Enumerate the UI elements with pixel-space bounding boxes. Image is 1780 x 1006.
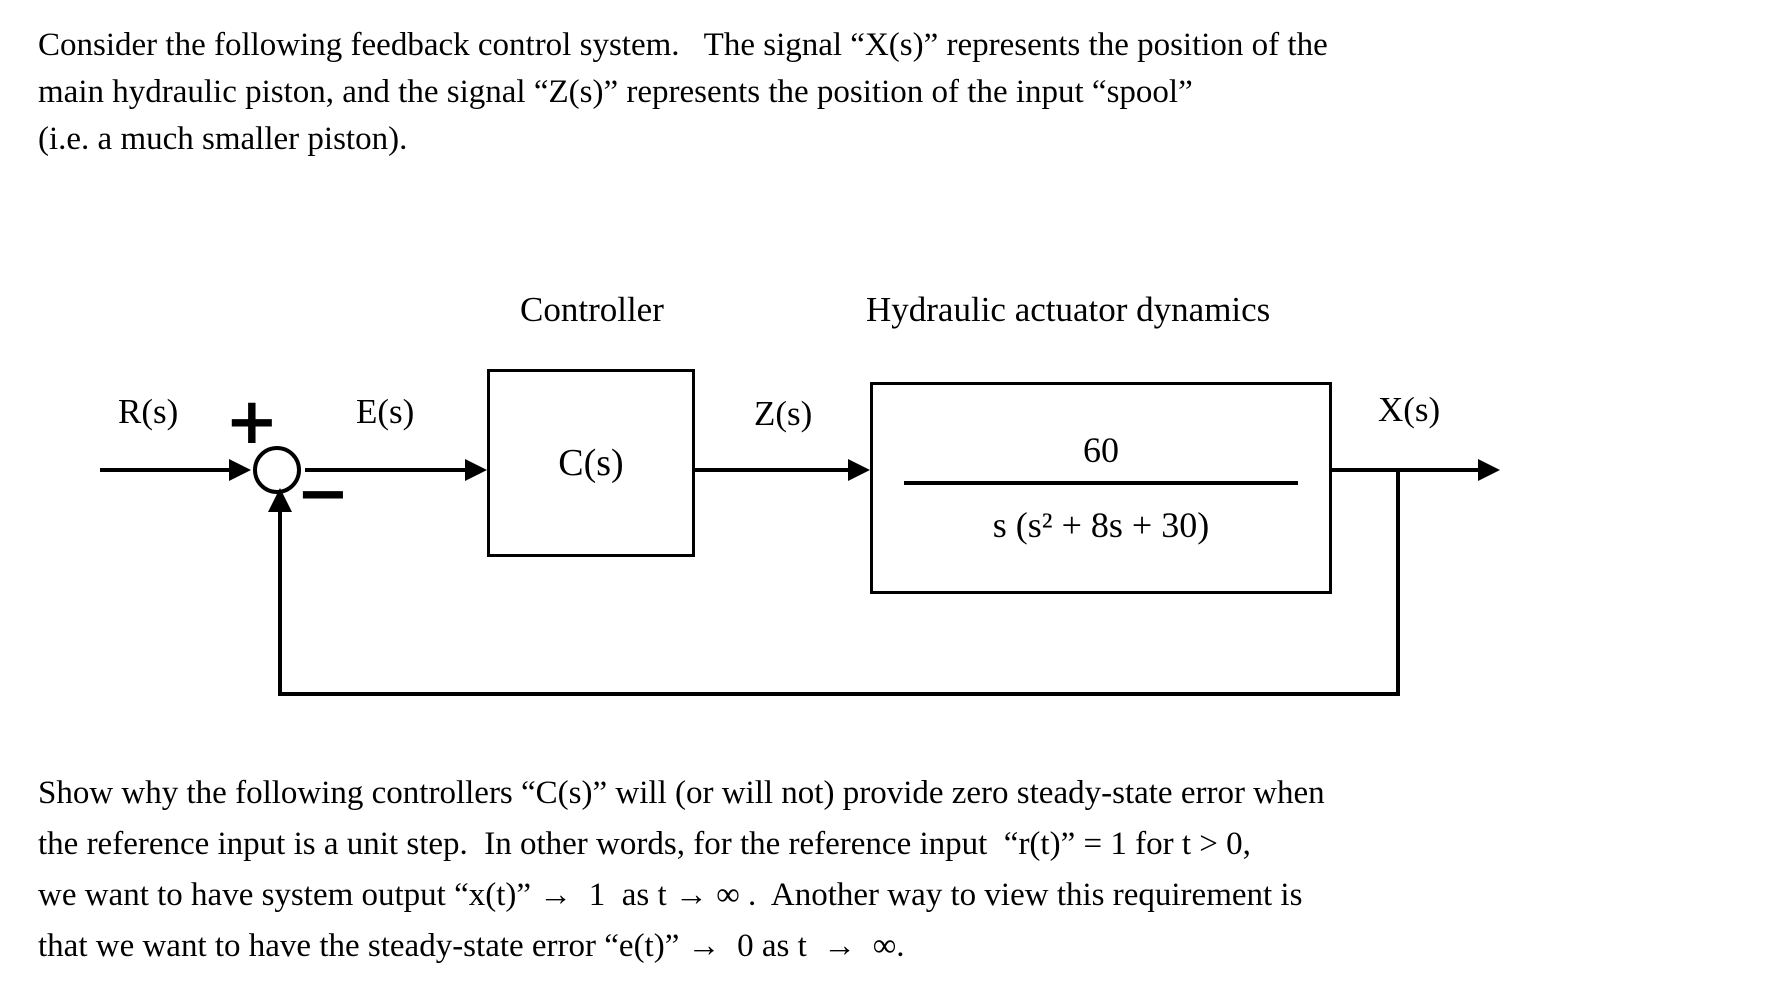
plant-denominator: s (s² + 8s + 30)	[992, 504, 1210, 545]
outro-line-2: the reference input is a unit step. In o…	[38, 826, 1251, 862]
intro-line-1: Consider the following feedback control …	[38, 27, 1328, 63]
controller-box-label: C(s)	[558, 442, 624, 484]
arrowhead-right-icon	[465, 459, 487, 481]
control-signal-line	[695, 468, 848, 472]
controller-heading: Controller	[520, 290, 664, 329]
feedback-return-line	[278, 510, 282, 696]
plant-box: 60 s (s² + 8s + 30)	[870, 382, 1332, 594]
arrowhead-right-icon	[848, 459, 870, 481]
summing-junction	[253, 446, 301, 494]
intro-paragraph: Consider the following feedback control …	[38, 22, 1758, 163]
arrowhead-up-icon	[268, 488, 292, 512]
fraction-bar	[904, 480, 1298, 485]
intro-line-3: (i.e. a much smaller piston).	[38, 121, 408, 157]
arrowhead-right-icon	[1478, 459, 1500, 481]
error-signal-label: E(s)	[356, 392, 415, 431]
input-signal-line	[100, 468, 230, 472]
plus-sign: +	[225, 385, 279, 459]
output-signal-label: X(s)	[1378, 390, 1441, 429]
control-signal-label: Z(s)	[754, 394, 813, 433]
minus-sign: −	[296, 457, 350, 531]
outro-line-1: Show why the following controllers “C(s)…	[38, 775, 1325, 811]
feedback-branch-line	[1396, 470, 1400, 696]
reference-signal-label: R(s)	[118, 392, 179, 431]
intro-line-2: main hydraulic piston, and the signal “Z…	[38, 74, 1193, 110]
error-signal-line	[305, 468, 467, 472]
outro-paragraph: Show why the following controllers “C(s)…	[38, 768, 1758, 972]
arrowhead-right-icon	[229, 459, 251, 481]
plant-numerator: 60	[1083, 429, 1119, 470]
outro-line-3: we want to have system output “x(t)” → 1…	[38, 877, 1303, 913]
controller-box: C(s)	[487, 369, 695, 557]
plant-heading: Hydraulic actuator dynamics	[866, 290, 1271, 329]
feedback-bottom-line	[278, 692, 1400, 696]
output-signal-line	[1332, 468, 1478, 472]
outro-line-4: that we want to have the steady-state er…	[38, 928, 905, 964]
